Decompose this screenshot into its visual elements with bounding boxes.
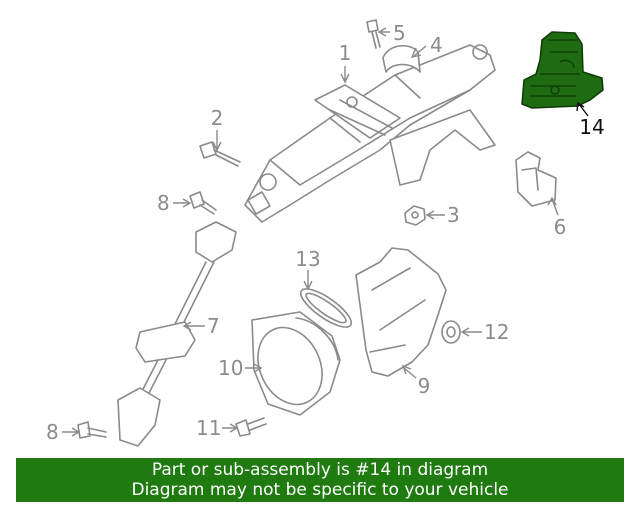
part-9-column-cover	[355, 247, 447, 377]
part-1-steering-column	[244, 44, 496, 223]
callout-8-lower: 8	[46, 420, 59, 444]
callout-5: 5	[393, 21, 406, 45]
callout-12: 12	[484, 320, 509, 344]
part-8-bolt-upper	[189, 191, 217, 215]
callout-1: 1	[339, 41, 352, 65]
part-2-bolt	[199, 141, 241, 167]
callout-9: 9	[418, 374, 431, 398]
part-7-intermediate-shaft	[117, 221, 237, 447]
callout-7: 7	[207, 314, 220, 338]
part-12-grommet	[441, 320, 461, 344]
callout-14[interactable]: 14	[579, 115, 604, 139]
parts-diagram: 1 2 3 4 5 6 7 8 8 9 10 11 12 13 14	[46, 19, 605, 447]
part-6-bracket	[515, 151, 557, 207]
part-11-bolt	[235, 417, 267, 437]
part-5-bolt	[366, 19, 381, 49]
part-14-sensor-assembly[interactable]	[521, 31, 604, 109]
part-8-bolt-lower	[77, 421, 107, 439]
banner-line-2: Diagram may not be specific to your vehi…	[131, 480, 509, 500]
callout-4: 4	[430, 33, 443, 57]
callout-3: 3	[447, 203, 460, 227]
callout-2: 2	[211, 106, 224, 130]
part-10-boot	[251, 311, 341, 416]
callout-6: 6	[554, 215, 567, 239]
callout-11: 11	[196, 416, 221, 440]
callout-10: 10	[218, 356, 243, 380]
banner-line-1: Part or sub-assembly is #14 in diagram	[151, 460, 489, 480]
info-banner: Part or sub-assembly is #14 in diagram D…	[16, 458, 624, 502]
part-13-ring	[299, 288, 353, 328]
part-4-clamp	[382, 45, 421, 73]
callout-13: 13	[295, 247, 320, 271]
callout-8-upper: 8	[157, 191, 170, 215]
leader-lines	[62, 27, 589, 437]
part-3-nut	[404, 205, 426, 226]
